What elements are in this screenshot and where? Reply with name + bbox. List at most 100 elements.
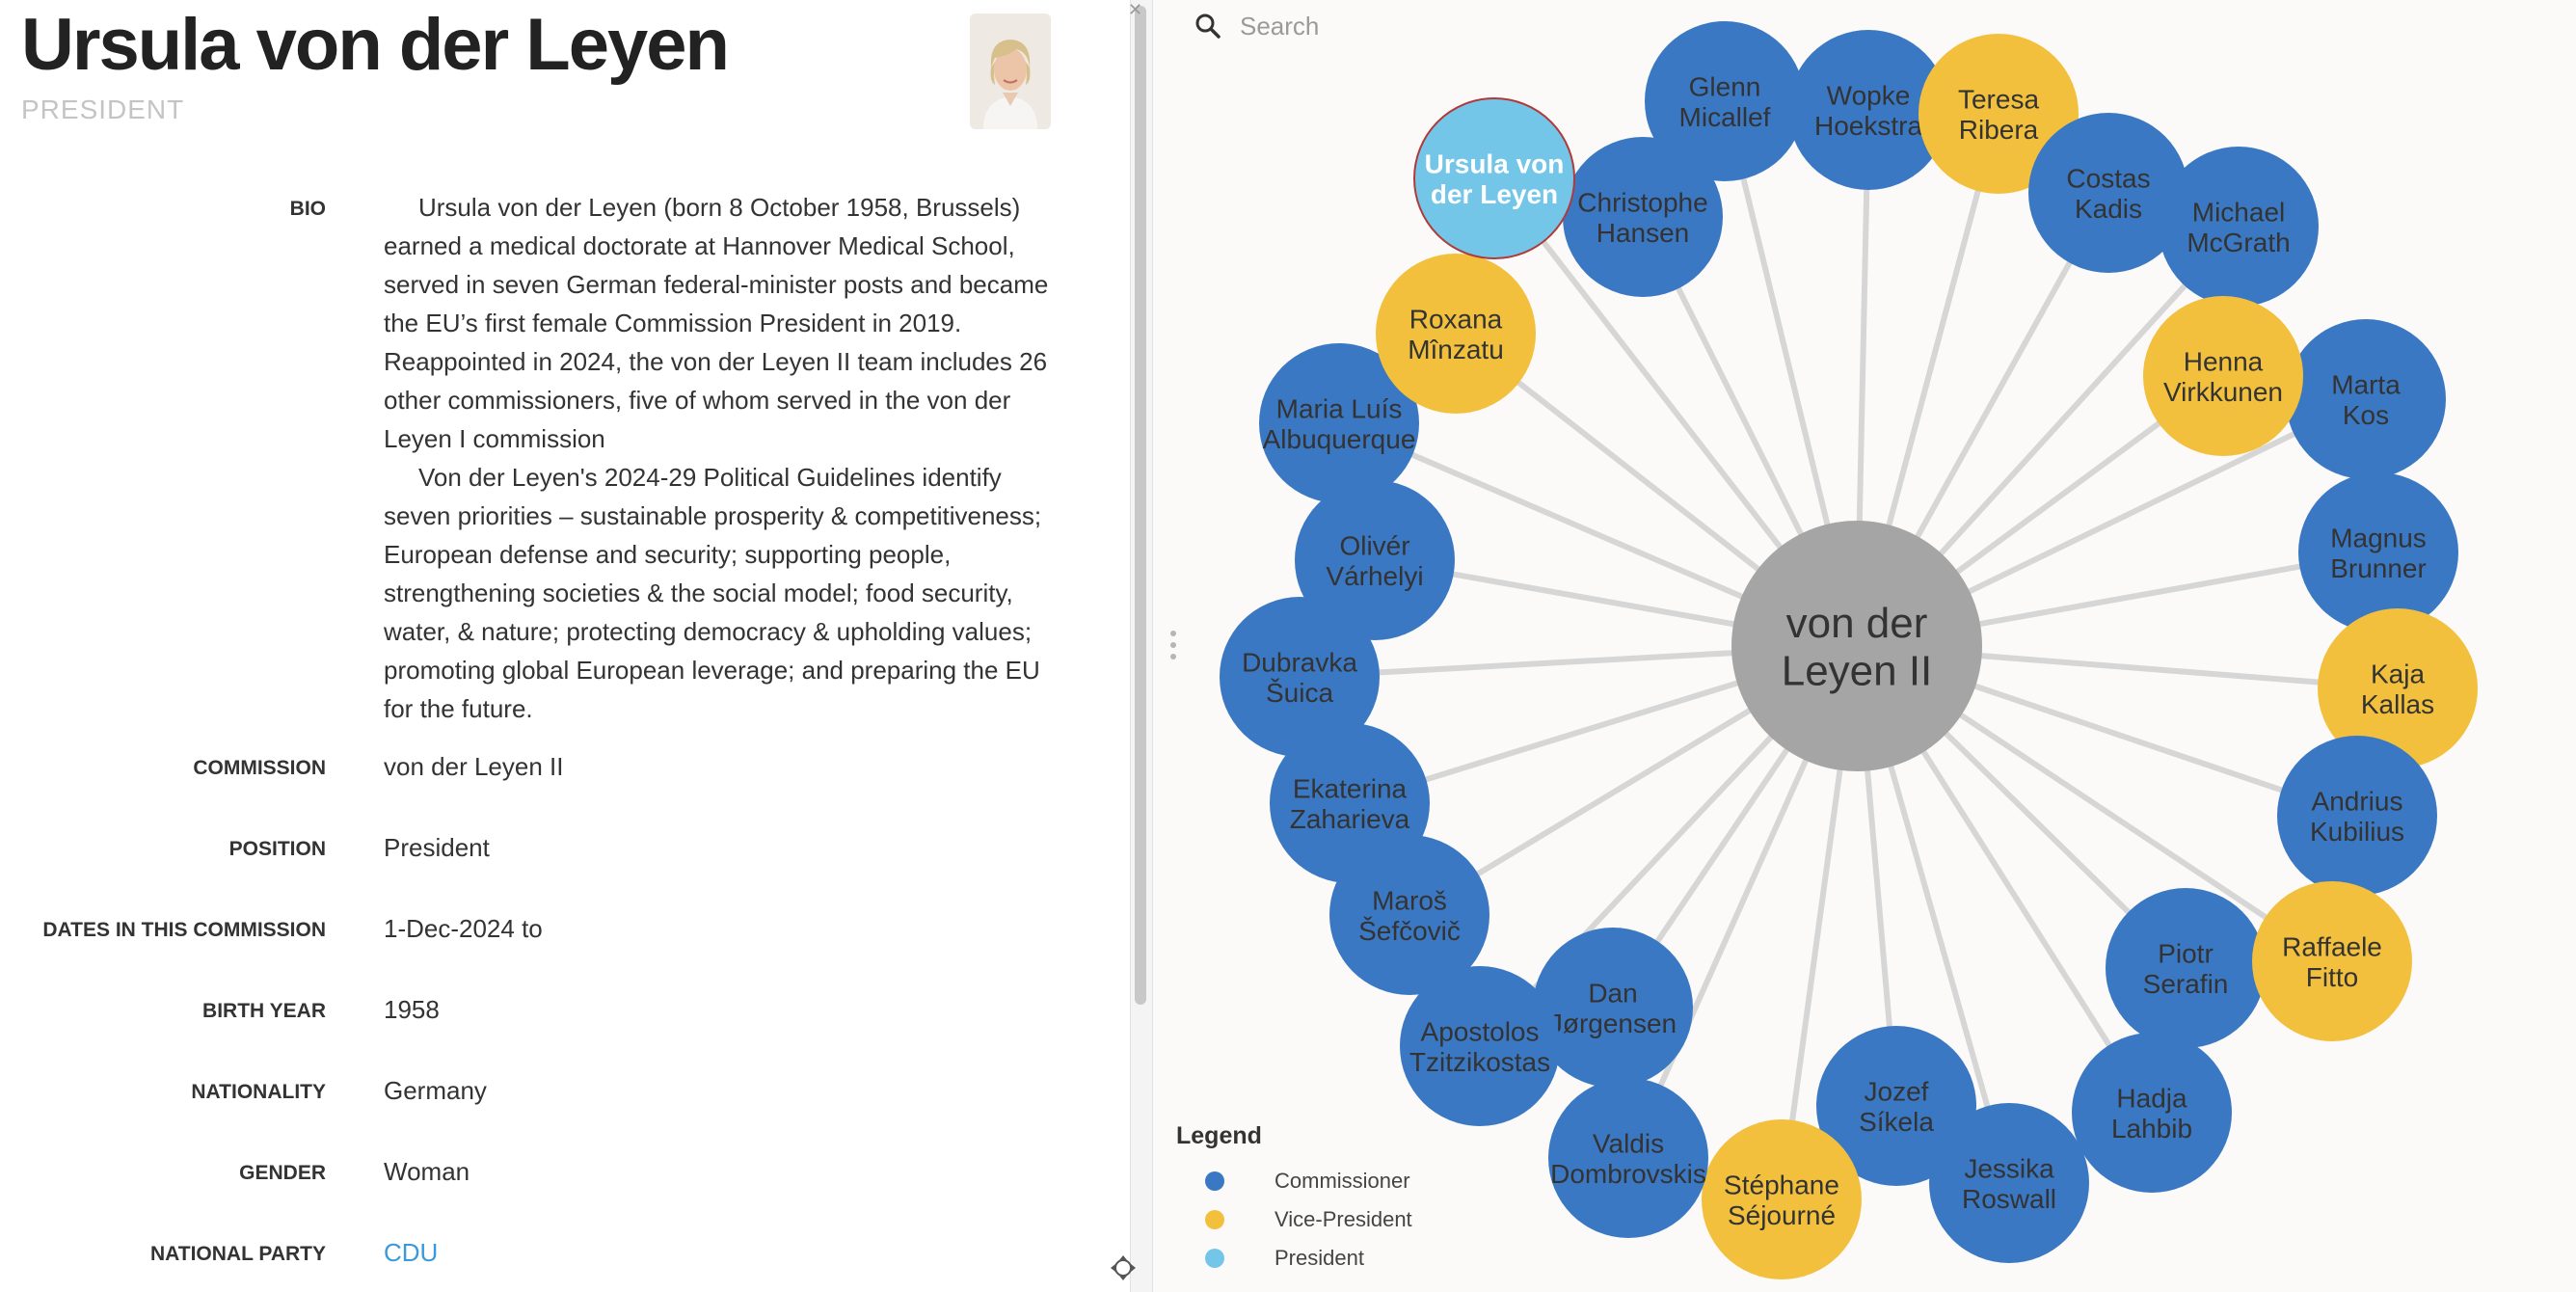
hub-node-circle[interactable] (1731, 521, 1982, 771)
graph-node-circle[interactable] (2298, 472, 2458, 633)
bio-text: Ursula von der Leyen (born 8 October 195… (384, 188, 1059, 728)
graph-node-circle[interactable] (2286, 319, 2446, 479)
graph-node-circle[interactable] (1376, 254, 1536, 414)
legend-dot-president (1205, 1249, 1224, 1268)
scrollbar-thumb[interactable] (1135, 6, 1146, 1005)
legend-dot-commissioner (1205, 1171, 1224, 1191)
profile-panel: Ursula von der Leyen PRESIDENT BIO Ursul… (0, 0, 1130, 1292)
move-icon[interactable] (1109, 1253, 1138, 1282)
dates-label: DATES IN THIS COMMISSION (42, 919, 326, 941)
graph-node-circle[interactable] (1816, 1026, 1976, 1186)
search-icon (1195, 13, 1221, 39)
national-party-value: CDU (384, 1238, 438, 1268)
graph-node-circle[interactable] (1270, 723, 1430, 883)
legend-dot-vice-president (1205, 1210, 1224, 1229)
graph-node-circle[interactable] (1563, 137, 1723, 297)
dates-value: 1-Dec-2024 to (384, 914, 543, 943)
graph-node-circle[interactable] (1400, 966, 1560, 1126)
national-party-label: NATIONAL PARTY (150, 1243, 326, 1265)
close-icon[interactable]: ✕ (1128, 0, 1143, 19)
bio-paragraph: Von der Leyen's 2024-29 Political Guidel… (384, 463, 1042, 723)
party-link[interactable]: CDU (384, 1238, 439, 1267)
legend-item: Vice-President (1176, 1200, 1412, 1239)
portrait-image (970, 13, 1051, 129)
legend-label: Commissioner (1275, 1169, 1410, 1193)
graph-node-circle[interactable] (2072, 1033, 2232, 1193)
graph-node-circle[interactable] (2028, 113, 2188, 273)
graph-node-circle[interactable] (1788, 30, 1948, 190)
graph-node-circle[interactable] (2252, 881, 2412, 1041)
legend-label: President (1275, 1246, 1364, 1270)
bio-paragraph: Ursula von der Leyen (born 8 October 195… (384, 193, 1049, 453)
search-input[interactable] (1240, 4, 1741, 48)
search-bar[interactable] (1192, 4, 1770, 48)
graph-node-circle[interactable] (1919, 34, 2079, 194)
graph-node-circle[interactable] (2277, 736, 2437, 896)
legend-title: Legend (1176, 1122, 1262, 1149)
graph-node-circle[interactable] (1533, 928, 1693, 1088)
graph-node-circle[interactable] (2143, 296, 2303, 456)
graph-node-circle[interactable] (1702, 1119, 1862, 1279)
bio-label: BIO (289, 198, 326, 220)
graph-node-circle[interactable] (1220, 597, 1380, 757)
graph-node-circle[interactable] (2106, 888, 2266, 1048)
legend: Legend Commissioner Vice-President Presi… (1176, 1122, 1412, 1278)
graph-node-circle[interactable] (1295, 480, 1455, 640)
graph-node-circle[interactable] (1259, 343, 1419, 503)
graph-node-circle[interactable] (1929, 1103, 2089, 1263)
graph-node-circle[interactable] (2318, 608, 2478, 768)
graph-node-circle[interactable] (2159, 147, 2319, 307)
graph-node-circle[interactable] (1413, 97, 1575, 259)
graph-node-circle[interactable] (1645, 21, 1805, 181)
resize-handle[interactable] (1170, 631, 1178, 663)
role-subtitle: PRESIDENT (21, 94, 185, 124)
graph-node-circle[interactable] (1548, 1078, 1708, 1238)
